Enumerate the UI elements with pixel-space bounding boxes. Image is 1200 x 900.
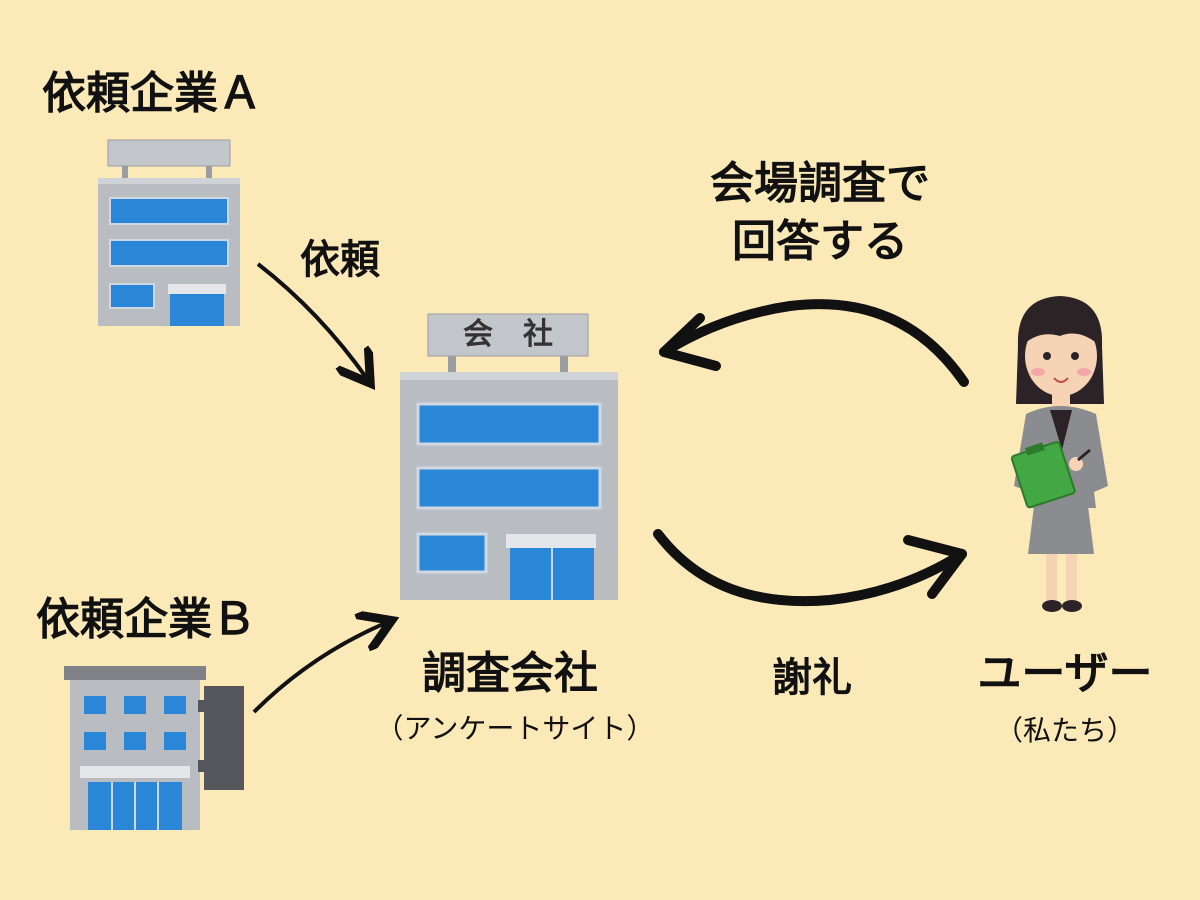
research-company-sublabel: （アンケートサイト）: [375, 712, 655, 745]
user-sublabel: （私たち）: [994, 714, 1135, 747]
user-label: ユーザー: [977, 648, 1153, 699]
answer-label: 会場調査で 回答する: [690, 158, 950, 268]
reward-label: 謝礼: [772, 655, 852, 701]
request-arrow-a: [256, 262, 368, 380]
research-company-building-icon: [400, 313, 618, 600]
user-woman-icon: [1010, 296, 1108, 612]
building-b-icon: [64, 666, 244, 830]
request-arrow-b: [252, 622, 388, 714]
request-label: 依頼: [300, 237, 380, 283]
answer-arrow: [659, 299, 969, 387]
research-company-label: 調査会社: [422, 648, 598, 699]
client-a-label: 依頼企業Ａ: [42, 68, 262, 119]
answer-label-line1: 会場調査で: [710, 158, 930, 209]
answer-label-line2: 回答する: [732, 216, 908, 268]
building-a-icon: [98, 139, 240, 326]
client-b-label: 依頼企業Ｂ: [36, 594, 256, 645]
reward-arrow: [653, 529, 967, 607]
company-sign-text: 会 社: [463, 317, 553, 352]
